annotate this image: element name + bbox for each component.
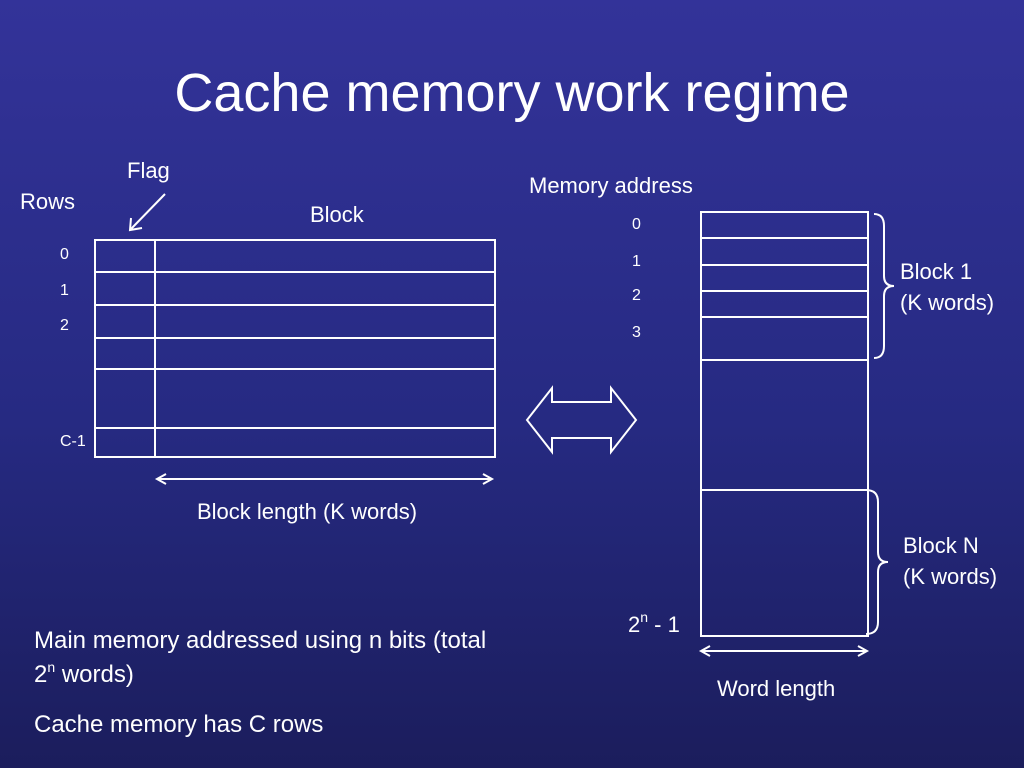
cache-table bbox=[94, 239, 496, 458]
rows-label: Rows bbox=[20, 189, 76, 214]
block1-brace bbox=[873, 213, 895, 359]
address-index: 3 bbox=[632, 324, 641, 341]
block1-label: Block 1 (K words) bbox=[900, 256, 994, 318]
slide-title: Cache memory work regime bbox=[174, 63, 850, 123]
address-index: 1 bbox=[632, 253, 641, 270]
word-length-label: Word length bbox=[717, 676, 836, 701]
row-index: 1 bbox=[60, 282, 69, 299]
blockN-brace bbox=[865, 489, 889, 635]
memory-address-label: Memory address bbox=[529, 173, 693, 198]
note-line: Main memory addressed using n bits (tota… bbox=[34, 627, 487, 654]
row-index: 2 bbox=[60, 317, 69, 334]
block-label: Block bbox=[310, 202, 364, 227]
address-index: 2 bbox=[632, 287, 641, 304]
last-address-label: 2n - 1 bbox=[628, 609, 680, 637]
block1-title: Block 1 bbox=[900, 259, 973, 284]
double-arrow bbox=[525, 385, 638, 455]
row-index: 0 bbox=[60, 246, 69, 263]
blockN-label: Block N (K words) bbox=[903, 530, 997, 592]
blockN-size: (K words) bbox=[903, 564, 998, 589]
note-main-memory: Main memory addressed using n bits (tota… bbox=[34, 624, 486, 692]
block-length-label: Block length (K words) bbox=[197, 499, 418, 524]
block-length-arrow bbox=[154, 473, 495, 485]
memory-outline bbox=[700, 211, 869, 637]
block1-size: (K words) bbox=[900, 290, 995, 315]
flag-label: Flag bbox=[127, 158, 170, 183]
blockN-title: Block N bbox=[903, 533, 979, 558]
address-index: 0 bbox=[632, 216, 641, 233]
note-line: 2n words) bbox=[34, 659, 134, 688]
row-index-last: C-1 bbox=[60, 433, 86, 450]
word-length-arrow bbox=[698, 645, 870, 657]
cache-table-outline bbox=[94, 239, 496, 458]
main-memory-column bbox=[700, 211, 869, 637]
flag-pointer-arrow bbox=[128, 193, 166, 232]
note-cache-rows: Cache memory has C rows bbox=[34, 711, 324, 738]
